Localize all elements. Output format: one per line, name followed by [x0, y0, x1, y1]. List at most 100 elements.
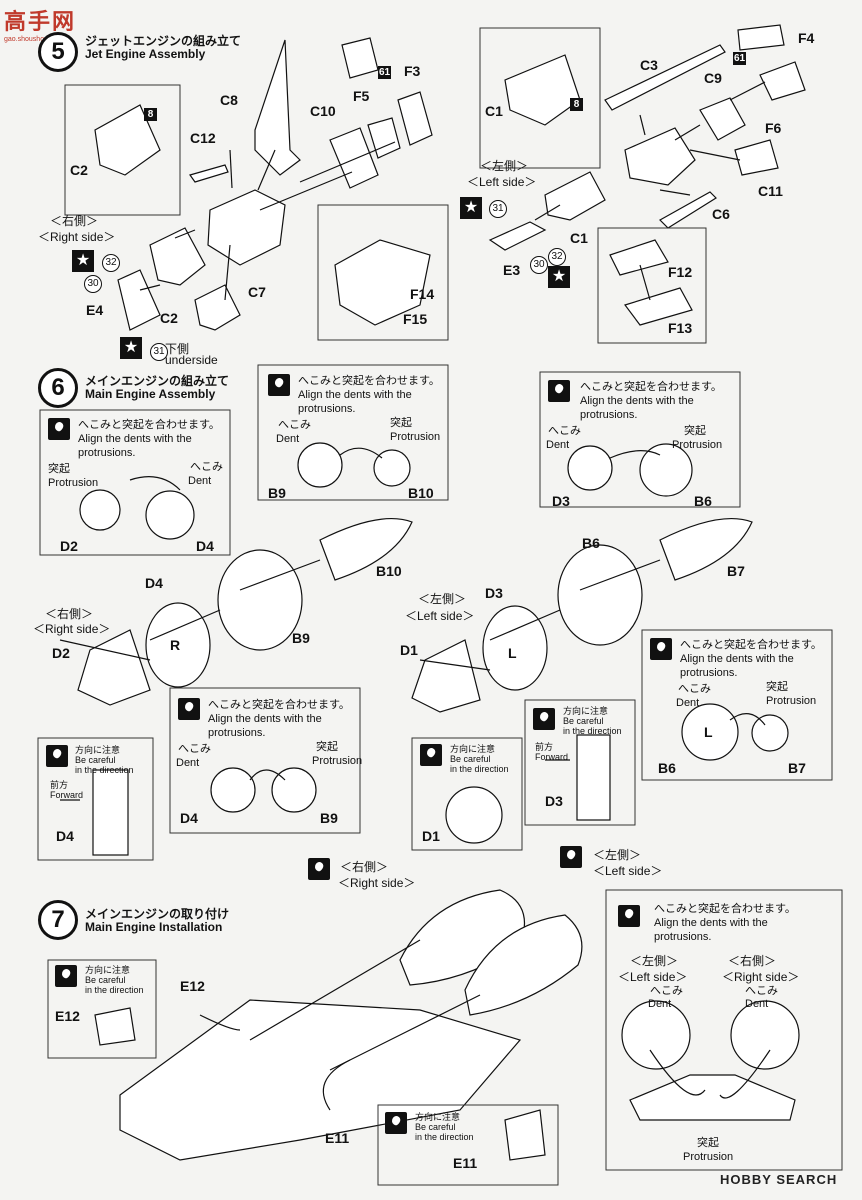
- label-f3: F3: [404, 63, 421, 79]
- d1-careful-en2: in the direction: [450, 764, 509, 774]
- d1-careful-label: D1: [422, 828, 440, 844]
- part-d4: [145, 602, 211, 688]
- part-b10: [319, 517, 413, 581]
- note-icon: [420, 744, 442, 766]
- step5-left-side-jp: ＜左側＞: [480, 159, 529, 173]
- label-c8: C8: [220, 92, 238, 108]
- label-c10: C10: [310, 103, 336, 119]
- step7-note-right-jp: ＜右側＞: [728, 954, 777, 968]
- watermark: 高手网 gao.shoushou.com: [4, 4, 84, 43]
- decal-61a: 61: [378, 66, 391, 79]
- e12-note-label: E12: [55, 1008, 80, 1024]
- note-label-b9b: B9: [320, 810, 338, 826]
- part-b9: [217, 549, 303, 651]
- note-icon: [55, 965, 77, 987]
- note-d2d4-prot-jp: 突起: [48, 463, 70, 475]
- note-d2d4-jp: へこみと突起を合わせます。: [78, 419, 220, 431]
- engine-left-step7: [464, 914, 583, 1016]
- note-b6b7-en1: Align the dents with the: [680, 653, 794, 665]
- note-b9b10-prot-jp: 突起: [390, 417, 412, 429]
- part-f4: [759, 61, 806, 101]
- step7-prot-jp: 突起: [697, 1137, 719, 1149]
- step7-dent-left-jp: へこみ: [650, 985, 683, 997]
- note-label-b7b: B7: [788, 760, 806, 776]
- note-b6b7-prot-en: Protrusion: [766, 695, 817, 707]
- note-d4b9-dent-jp: へこみ: [178, 743, 211, 755]
- watermark-sub: gao.shoushou.com: [4, 36, 64, 43]
- note-d3-circle: [567, 445, 613, 491]
- note-d4b9-prot-en: Protrusion: [312, 755, 363, 767]
- part-c9: [699, 97, 746, 141]
- label-c7: C7: [248, 284, 266, 300]
- step6-left-side-en: ＜Left side＞: [405, 609, 475, 623]
- e12-careful-jp: 方向に注意: [85, 965, 131, 975]
- decal-30b: 30: [530, 256, 548, 274]
- label-c2-detail: C2: [70, 162, 88, 178]
- label-c3: C3: [640, 57, 658, 73]
- part-f5: [367, 117, 401, 159]
- note-label-d2: D2: [60, 538, 78, 554]
- decal-61b: 61: [733, 52, 746, 65]
- note-b6b-circle: [681, 703, 739, 761]
- label-e11: E11: [325, 1130, 350, 1146]
- d4-careful-en2: in the direction: [75, 765, 134, 775]
- d3-forward-jp: 前方: [535, 742, 554, 752]
- d3-careful-en2: in the direction: [563, 726, 622, 736]
- note-label-b9: B9: [268, 485, 286, 501]
- decal-8b: 8: [570, 98, 583, 111]
- part-f3: [397, 91, 433, 146]
- note-d4b9-prot-jp: 突起: [316, 741, 338, 753]
- d3-careful-en1: Be careful: [563, 716, 604, 726]
- note-icon: [268, 374, 290, 396]
- step7-note-en2: protrusions.: [654, 931, 712, 943]
- step7-right-side-en: ＜Right side＞: [338, 876, 416, 890]
- d4-careful-en1: Be careful: [75, 755, 116, 765]
- e11-careful-en2: in the direction: [415, 1132, 474, 1142]
- part-e4: [117, 269, 161, 331]
- note-b6-circle: [639, 443, 693, 497]
- decal-star-icon: ★: [120, 337, 142, 359]
- note-b6b7-en2: protrusions.: [680, 667, 738, 679]
- step7-number: 7: [38, 900, 78, 940]
- note-label-b10: B10: [408, 485, 434, 501]
- note-b9b10-en1: Align the dents with the: [298, 389, 412, 401]
- step6-right-side-en: ＜Right side＞: [33, 622, 111, 636]
- note-b6b7-dent-en: Dent: [676, 697, 700, 709]
- note-label-d3: D3: [552, 493, 570, 509]
- note-icon: [618, 905, 640, 927]
- e11-note-label: E11: [453, 1155, 478, 1171]
- part-f13: [624, 287, 693, 326]
- label-f13: F13: [668, 320, 693, 336]
- label-l: L: [508, 645, 517, 661]
- note-d3-part: [576, 734, 611, 821]
- step5-number: 5: [38, 32, 78, 72]
- d3-forward-en: Forward: [535, 752, 569, 762]
- note-d3b6-en2: protrusions.: [580, 409, 638, 421]
- part-c11: [734, 139, 779, 176]
- step7-left-side-en: ＜Left side＞: [593, 864, 663, 878]
- label-c12: C12: [190, 130, 216, 146]
- e11-careful-jp: 方向に注意: [415, 1112, 461, 1122]
- label-d3: D3: [485, 585, 503, 601]
- decal-30a: 30: [84, 275, 102, 293]
- decal-star-icon: ★: [548, 266, 570, 288]
- part-c12: [189, 164, 229, 183]
- d3-careful-label: D3: [545, 793, 563, 809]
- d4-forward-jp: 前方: [50, 780, 69, 790]
- label-e12: E12: [180, 978, 205, 994]
- label-b7: B7: [727, 563, 745, 579]
- decal-32b: 32: [548, 248, 566, 266]
- part-d1: [411, 639, 481, 713]
- note-label-d4: D4: [196, 538, 214, 554]
- decal-31a: 31: [150, 343, 168, 361]
- note-d2d4-prot-en: Protrusion: [48, 477, 99, 489]
- step7-note-right-en: ＜Right side＞: [722, 970, 800, 984]
- note-d3b6-en1: Align the dents with the: [580, 395, 694, 407]
- label-f14: F14: [410, 286, 435, 302]
- footer-brand: HOBBY SEARCH: [720, 1172, 838, 1187]
- engine-block-right: [207, 189, 286, 266]
- part-c6: [659, 191, 717, 229]
- step7-title-en: Main Engine Installation: [85, 920, 223, 934]
- step7-title-jp: メインエンジンの取り付け: [85, 907, 230, 921]
